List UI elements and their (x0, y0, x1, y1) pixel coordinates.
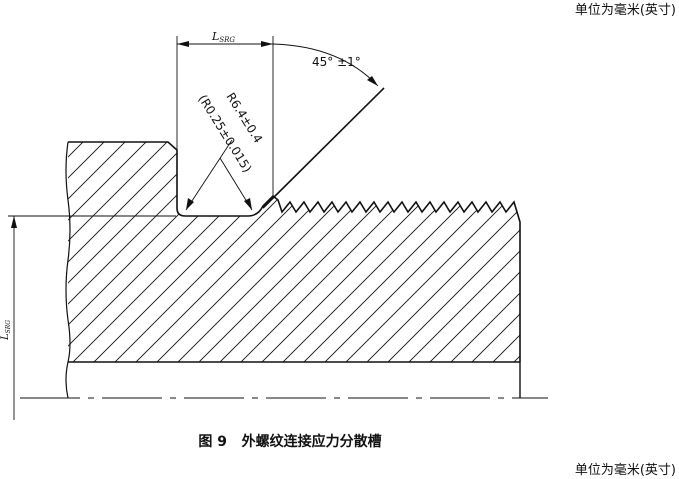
hatch-line (68, 142, 86, 362)
hatch-line (559, 140, 679, 380)
left-break-line (65, 141, 71, 399)
hatch-line (348, 142, 520, 362)
radius-leader-outer (185, 139, 233, 211)
hatch-line (474, 142, 520, 362)
units-label-bottom: 单位为毫米(英寸) (575, 462, 676, 478)
radius-inner-label: (R0.25±0.015) (195, 92, 254, 175)
hatch-line (411, 142, 520, 362)
length-label: LSRG (211, 30, 235, 44)
hatch-line (390, 142, 520, 362)
hatch-line (327, 142, 520, 362)
angle-arrow (367, 76, 378, 86)
flank-line (262, 87, 385, 209)
depth-label: LSRG (0, 320, 12, 341)
hatch-line (516, 142, 520, 362)
length-arrow-right (261, 41, 273, 47)
hatch-line (0, 140, 22, 380)
radius-arrow-inner (244, 198, 252, 210)
hatch-line (495, 142, 520, 362)
length-arrow-left (177, 41, 189, 47)
hatch-line (68, 142, 212, 362)
hatch-line (538, 140, 679, 380)
hatch-line (68, 142, 191, 362)
hatch-line (0, 140, 64, 380)
angle-label: 45° ±1° (312, 55, 361, 69)
figure-caption: 图 9 外螺纹连接应力分散槽 (198, 433, 381, 450)
hatch-line (68, 142, 107, 362)
section-hatching (0, 140, 679, 380)
units-label-top: 单位为毫米(英寸) (575, 2, 676, 18)
hatch-line (68, 142, 170, 362)
hatch-line (68, 142, 128, 362)
radius-arrow-outer (186, 198, 194, 210)
hatch-line (68, 142, 233, 362)
hatch-line (369, 142, 520, 362)
hatch-line (453, 142, 520, 362)
threaded-body-outline (68, 141, 521, 362)
hatch-line (0, 140, 1, 380)
hatch-line (0, 140, 43, 380)
depth-arrow (11, 216, 17, 228)
hatch-line (68, 142, 149, 362)
hatch-line (432, 142, 520, 362)
